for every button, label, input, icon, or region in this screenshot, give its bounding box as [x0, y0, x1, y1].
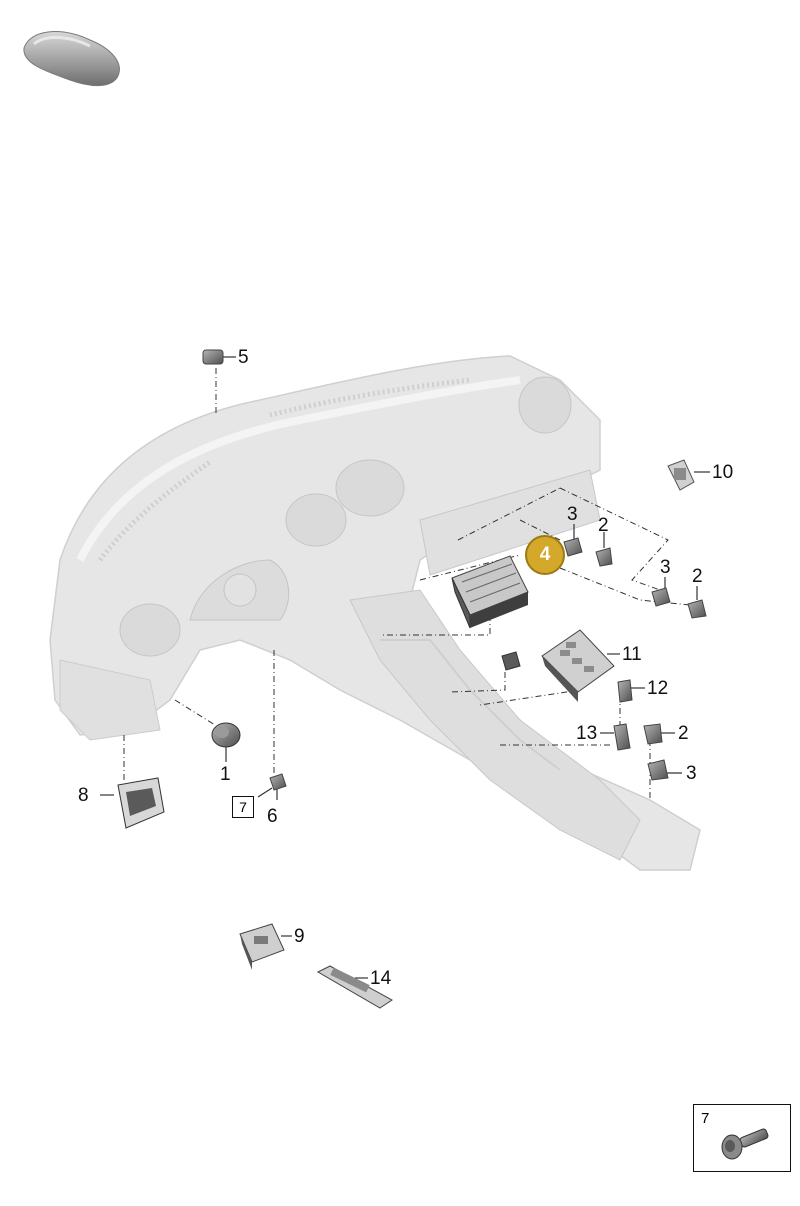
callout-14[interactable]: 14 [370, 968, 392, 989]
callout-9[interactable]: 9 [294, 926, 305, 947]
part-13-bulb[interactable] [613, 723, 631, 751]
callout-8[interactable]: 8 [78, 785, 89, 806]
part-10-switch[interactable] [667, 459, 695, 491]
part-12-bulb-holder[interactable] [617, 679, 633, 703]
part-2b-cap[interactable] [687, 599, 707, 619]
callout-2c[interactable]: 2 [678, 723, 689, 744]
part-11-switch-panel[interactable] [541, 629, 615, 702]
part-small-switch[interactable] [501, 651, 521, 671]
highlighted-part-badge[interactable]: 4 [525, 535, 565, 575]
part-8-vent[interactable] [117, 777, 165, 829]
part-6-clip[interactable] [269, 773, 287, 791]
part-3b-bulb[interactable] [651, 587, 671, 607]
part-9-switch[interactable] [239, 923, 285, 970]
legend-number: 7 [701, 1110, 710, 1127]
dashboard [49, 355, 701, 871]
callout-lines [100, 356, 710, 979]
screw-icon [721, 1128, 769, 1160]
callout-5[interactable]: 5 [238, 347, 249, 368]
part-2c-cap[interactable] [643, 723, 663, 745]
callout-13[interactable]: 13 [576, 723, 598, 744]
callout-3b[interactable]: 3 [660, 557, 671, 578]
callout-11[interactable]: 11 [622, 644, 642, 665]
part-5-sensor[interactable] [202, 349, 224, 365]
callout-3a[interactable]: 3 [567, 504, 578, 525]
part-14-trim[interactable] [316, 965, 393, 1009]
callout-12[interactable]: 12 [647, 678, 669, 699]
part-3c-bulb[interactable] [647, 759, 669, 781]
callout-2a[interactable]: 2 [598, 515, 609, 536]
callout-2b[interactable]: 2 [692, 566, 703, 587]
car-icon [23, 31, 120, 86]
part-1-knob[interactable] [211, 722, 241, 748]
part-4-climate-control[interactable] [451, 555, 529, 629]
callout-3c[interactable]: 3 [686, 763, 697, 784]
callout-10[interactable]: 10 [712, 462, 734, 483]
callout-1[interactable]: 1 [220, 764, 231, 785]
callout-6[interactable]: 6 [267, 806, 278, 827]
legend-box: 7 [693, 1104, 791, 1172]
part-3a-bulb[interactable] [563, 537, 583, 557]
leader-lines [123, 368, 691, 800]
boxed-ref-7[interactable]: 7 [232, 796, 254, 818]
part-2a-cap[interactable] [595, 547, 613, 567]
